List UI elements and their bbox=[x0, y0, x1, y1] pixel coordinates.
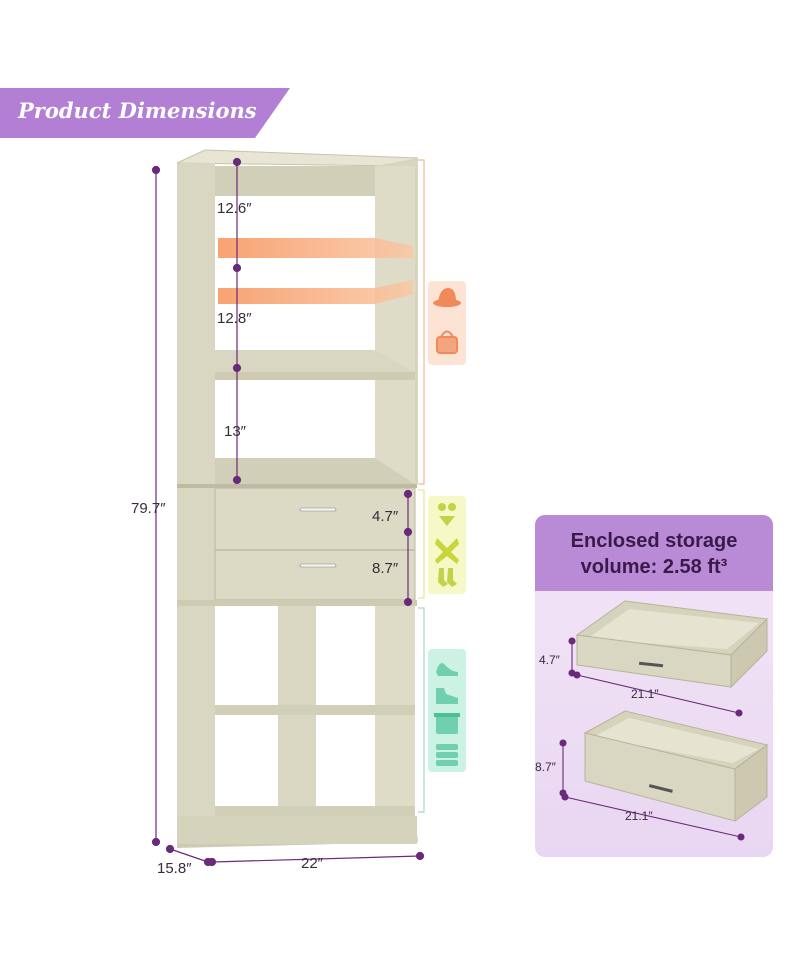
lower-icon-group bbox=[428, 649, 466, 772]
panel-title-line1: Enclosed storage bbox=[570, 530, 738, 552]
storage-bin-icon bbox=[434, 713, 460, 734]
panel-title-line2: volume: 2.58 ft³ bbox=[580, 556, 728, 578]
middle-icon-group bbox=[428, 496, 466, 594]
drawer-lower-height: 8.7″ bbox=[535, 760, 556, 774]
shirt-icon bbox=[435, 538, 459, 564]
panel-header bbox=[535, 515, 773, 591]
page-title: Product Dimensions bbox=[18, 98, 257, 123]
dim-depth: 15.8″ bbox=[157, 860, 192, 877]
drawer-upper-width: 21.1″ bbox=[631, 687, 659, 701]
dim-shelf-middle: 12.8″ bbox=[217, 310, 252, 327]
panel-title: Enclosed storage volume: 2.58 ft³ bbox=[535, 528, 773, 580]
bikini-icon bbox=[438, 503, 456, 526]
socks-icon bbox=[438, 568, 457, 587]
drawer-lower-width: 21.1″ bbox=[625, 809, 653, 823]
hat-icon bbox=[433, 288, 461, 307]
dim-shelf-top: 12.6″ bbox=[217, 200, 252, 217]
dimension-lines bbox=[151, 157, 425, 867]
dim-shelf-lower: 13″ bbox=[224, 423, 246, 440]
heel-shoe-icon bbox=[436, 663, 458, 676]
dim-width: 22″ bbox=[301, 855, 323, 872]
enclosed-storage-panel: Enclosed storage volume: 2.58 ft³ bbox=[535, 515, 773, 857]
title-banner bbox=[0, 88, 290, 138]
dim-height-total: 79.7″ bbox=[131, 500, 166, 517]
closet-cabinet bbox=[176, 149, 419, 848]
drawer-upper-diagram bbox=[575, 600, 769, 689]
drawer-upper-height: 4.7″ bbox=[539, 653, 560, 667]
group-brackets bbox=[418, 159, 425, 813]
handbag-icon bbox=[436, 330, 458, 354]
dim-drawer-upper: 4.7″ bbox=[372, 508, 399, 525]
dim-drawer-lower: 8.7″ bbox=[372, 560, 399, 577]
drawer-diagrams bbox=[559, 600, 769, 841]
folded-towels-icon bbox=[436, 744, 458, 766]
drawer-lower-diagram bbox=[583, 710, 769, 822]
sneaker-icon bbox=[436, 688, 458, 704]
